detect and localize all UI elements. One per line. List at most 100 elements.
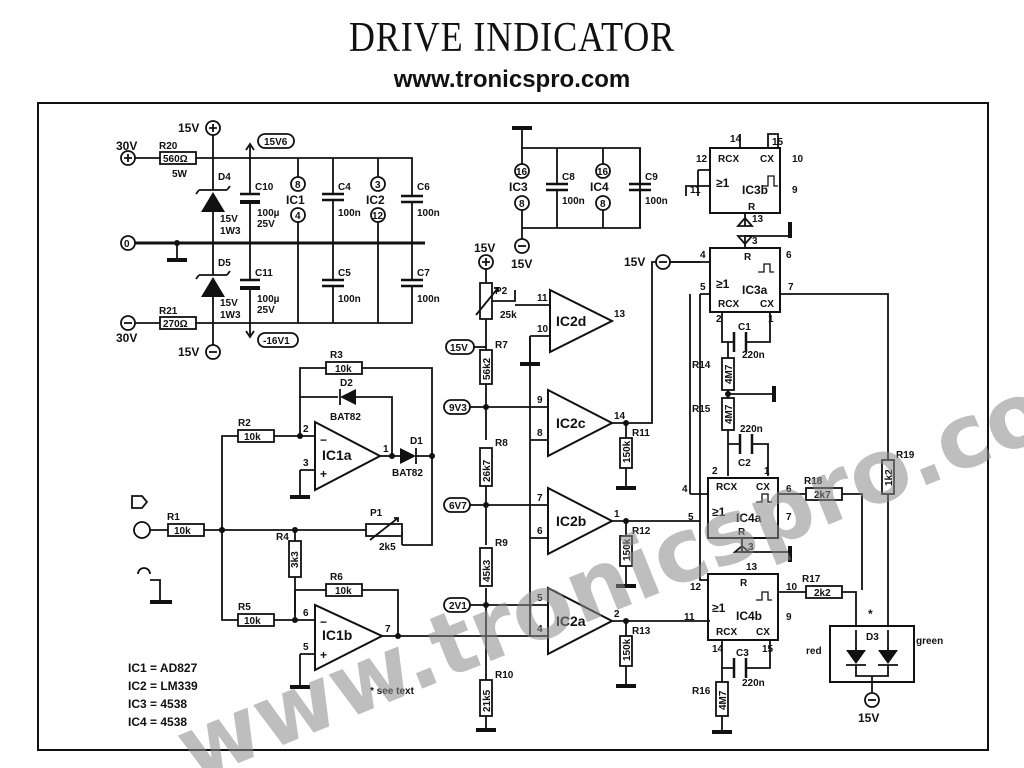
green-led-icon (878, 650, 898, 664)
svg-text:R2: R2 (238, 418, 251, 429)
resistor-r2 (237, 429, 275, 443)
label-15v-top: 15V (178, 121, 199, 135)
diode-d1 (400, 448, 416, 464)
d5-name: D5 (218, 258, 231, 269)
svg-text:R4: R4 (276, 532, 289, 543)
r20-watt: 5W (172, 169, 188, 180)
svg-text:CX: CX (756, 627, 770, 638)
resistor-r12 (619, 535, 633, 567)
notes: * see text IC1 = AD827 IC2 = LM339 IC3 =… (128, 661, 415, 729)
legend-ic1: IC1 = AD827 (128, 661, 198, 675)
power-supply: 30V 0 30V R20 560Ω 5W R21 270Ω 15V 15V (116, 120, 440, 360)
svg-text:1: 1 (383, 444, 389, 455)
svg-text:C4: C4 (338, 182, 351, 193)
opamp-ic1b (314, 603, 385, 672)
svg-text:10: 10 (792, 154, 804, 165)
label-30v-top: 30V (116, 139, 137, 153)
r20-value: 560Ω (163, 154, 188, 165)
svg-text:100n: 100n (417, 208, 440, 219)
svg-text:R5: R5 (238, 602, 251, 613)
svg-text:C5: C5 (338, 268, 351, 279)
label-zero: 0 (124, 239, 130, 250)
svg-text:9: 9 (792, 185, 798, 196)
svg-text:IC4a: IC4a (736, 511, 762, 525)
resistor-r13 (619, 635, 633, 667)
d5-p: 1W3 (220, 310, 241, 321)
resistor-r19 (881, 459, 895, 495)
logic-supply: 16 IC3 8 15V C8 100n 16 IC4 8 C9 100n (509, 126, 668, 271)
svg-text:6: 6 (303, 608, 309, 619)
d4-v: 15V (220, 214, 238, 225)
ic4-label: IC4 (590, 180, 609, 194)
comparators: IC2d 11 10 13 IC2c 9 8 14 R11 150k IC2b … (486, 261, 710, 688)
svg-text:≥1: ≥1 (712, 601, 726, 615)
svg-text:16: 16 (516, 167, 528, 178)
svg-text:R3: R3 (330, 350, 343, 361)
svg-text:4: 4 (682, 484, 688, 495)
svg-text:15V: 15V (474, 241, 495, 255)
opamp-ic1a (314, 420, 383, 492)
svg-text:15V6: 15V6 (264, 137, 288, 148)
svg-text:5: 5 (700, 282, 706, 293)
svg-text:R14: R14 (692, 360, 711, 371)
svg-text:green: green (916, 636, 943, 647)
svg-text:5: 5 (303, 642, 309, 653)
svg-text:10k: 10k (335, 364, 352, 375)
svg-text:1: 1 (614, 509, 620, 520)
svg-text:220n: 220n (740, 424, 763, 435)
svg-text:4: 4 (700, 250, 706, 261)
svg-text:56k2: 56k2 (482, 357, 493, 380)
svg-text:6: 6 (786, 484, 792, 495)
svg-text:11: 11 (684, 612, 695, 623)
svg-text:2V1: 2V1 (449, 601, 467, 612)
svg-text:13: 13 (614, 309, 626, 320)
resistor-r17 (805, 585, 843, 599)
d4-name: D4 (218, 172, 231, 183)
svg-text:6: 6 (537, 526, 543, 537)
resistor-r6 (325, 583, 363, 597)
tag-minus-16v1 (257, 332, 299, 348)
svg-text:10k: 10k (244, 432, 261, 443)
svg-text:−: − (320, 615, 327, 629)
svg-text:25k: 25k (500, 310, 517, 321)
svg-text:13: 13 (752, 214, 764, 225)
svg-text:red: red (806, 646, 822, 657)
svg-text:P2: P2 (495, 286, 508, 297)
svg-text:CX: CX (756, 482, 770, 493)
svg-text:R18: R18 (804, 476, 823, 487)
site-url: www.tronicspro.com (393, 66, 631, 93)
svg-text:10k: 10k (335, 586, 352, 597)
svg-text:RCX: RCX (718, 154, 739, 165)
monoflop-ic3a (709, 247, 781, 313)
svg-text:IC3a: IC3a (742, 283, 768, 297)
svg-text:220n: 220n (742, 350, 765, 361)
svg-text:8: 8 (295, 180, 301, 191)
svg-text:≥1: ≥1 (716, 277, 730, 291)
legend-ic3: IC3 = 4538 (128, 697, 187, 711)
comparator-ic2b (547, 486, 615, 556)
monoflops: RCX CX ≥1 IC3b R 14 15 12 10 11 9 13 RCX… (624, 133, 915, 734)
resistor-r20 (159, 151, 197, 165)
svg-text:15V: 15V (624, 255, 645, 269)
svg-text:IC1b: IC1b (322, 627, 352, 643)
resistor-r21 (159, 316, 197, 330)
resistor-r18 (805, 487, 843, 501)
svg-text:150k: 150k (622, 538, 633, 561)
svg-text:7: 7 (788, 282, 794, 293)
svg-text:14: 14 (614, 411, 626, 422)
svg-text:100n: 100n (562, 196, 585, 207)
svg-text:15: 15 (772, 137, 784, 148)
svg-text:8: 8 (519, 199, 525, 210)
ground-symbol (150, 600, 172, 604)
resistor-r4 (288, 540, 302, 578)
resistor-r9 (479, 547, 493, 587)
svg-text:CX: CX (760, 299, 774, 310)
svg-text:100n: 100n (338, 208, 361, 219)
svg-text:2k2: 2k2 (814, 588, 831, 599)
svg-text:10k: 10k (174, 526, 191, 537)
led-d3: * D3 red green 15V (806, 607, 943, 725)
svg-text:12: 12 (696, 154, 708, 165)
monoflop-ic4a (707, 477, 779, 539)
svg-text:100n: 100n (338, 294, 361, 305)
svg-text:R19: R19 (896, 450, 915, 461)
